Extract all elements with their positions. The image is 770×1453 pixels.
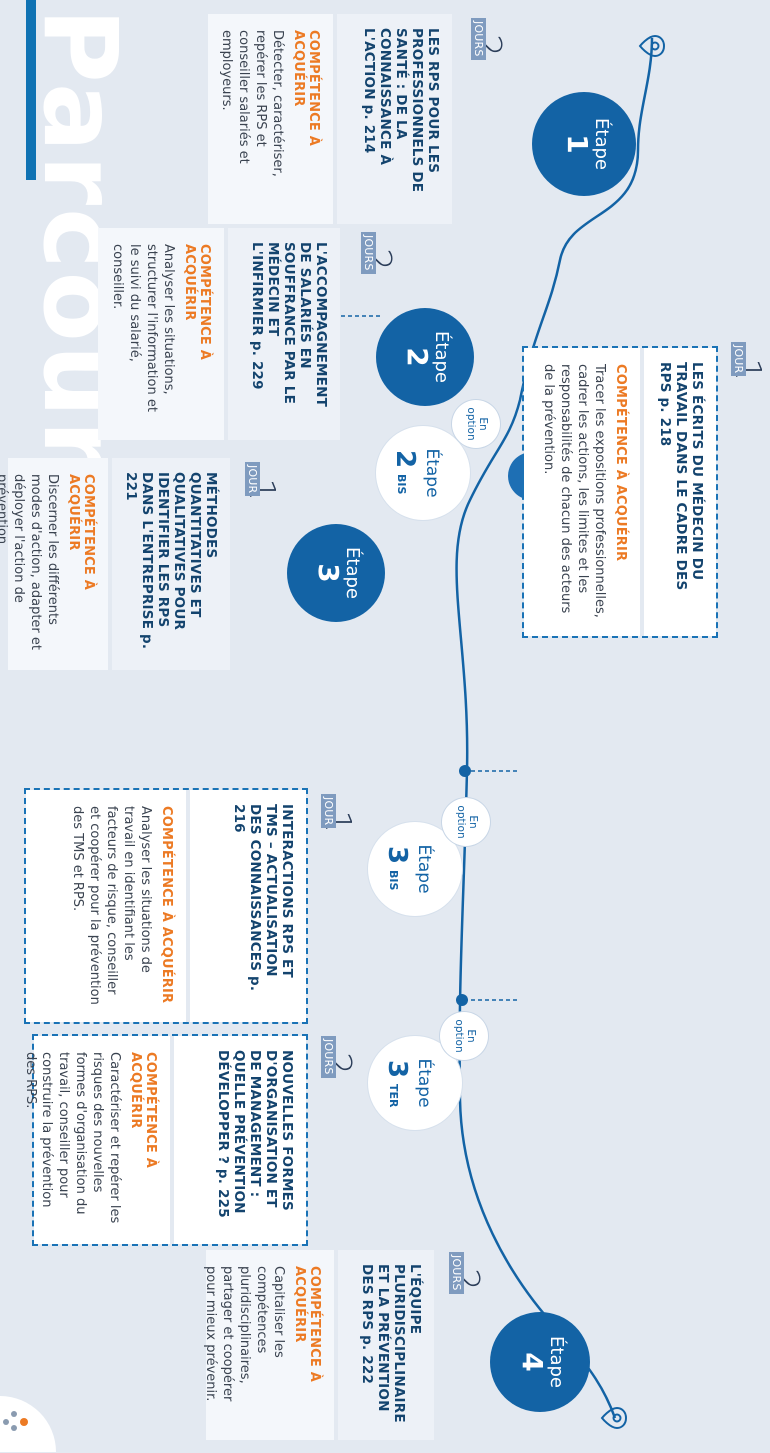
stage-3bis-suffix: BIS: [387, 870, 400, 891]
duration-unit: JOURS: [321, 1036, 336, 1078]
course-card-2bis: LES ÉCRITS DU MÉDECIN DU TRAVAIL DANS LE…: [522, 346, 718, 638]
course-card-4-title-box: L'ÉQUIPE PLURIDISCIPLINAIRE ET LA PRÉVEN…: [338, 1250, 434, 1440]
course-card-3-body: COMPÉTENCE À ACQUÉRIR Discerner les diff…: [0, 458, 108, 670]
duration-badge-c3bis: 1 JOUR: [312, 794, 358, 846]
course-card-3ter-title: NOUVELLES FORMES D'ORGANISATION ET DE MA…: [215, 1050, 295, 1218]
course-card-2bis-title: LES ÉCRITS DU MÉDECIN DU TRAVAIL DANS LE…: [657, 362, 705, 591]
competence-label: COMPÉTENCE À ACQUÉRIR: [292, 1266, 322, 1382]
course-card-3bis-body: COMPÉTENCE À ACQUÉRIR Analyser les situa…: [26, 790, 186, 1022]
course-card-1: LES RPS POUR LES PROFESSIONNELS DE SANTÉ…: [208, 14, 452, 224]
course-card-1-description: Détecter, caractériser, repérer les RPS …: [219, 30, 285, 177]
course-card-3ter: NOUVELLES FORMES D'ORGANISATION ET DE MA…: [23, 1034, 308, 1246]
stage-2-number: 2: [401, 347, 434, 367]
duration-unit: JOUR: [321, 794, 336, 829]
course-card-3ter-body: COMPÉTENCE À ACQUÉRIR Caractériser et re…: [23, 1036, 170, 1244]
stage-3-word: Étape: [342, 547, 363, 599]
course-card-3-title: MÉTHODES QUANTITATIVES ET QUALITATIVES P…: [123, 472, 219, 650]
stage-3ter-suffix: TER: [387, 1084, 400, 1108]
duration-unit: JOUR: [731, 342, 746, 377]
stage-3: Étape 3: [287, 524, 385, 622]
course-card-3bis-title-box: INTERACTIONS RPS ET TMS – ACTUALISATION …: [190, 790, 306, 1022]
duration-unit: JOUR: [245, 462, 260, 497]
duration-unit: JOURS: [471, 18, 486, 60]
stage-4-number: 4: [516, 1352, 549, 1372]
duration-badge-c1: 2 JOURS: [462, 18, 508, 70]
stage-3bis-number: 3: [382, 846, 412, 865]
start-pin-icon: [638, 34, 666, 58]
stage-3ter-number: 3: [382, 1060, 412, 1079]
course-card-1-body: COMPÉTENCE À ACQUÉRIR Détecter, caractér…: [208, 14, 333, 224]
course-card-2: L'ACCOMPAGNEMENT DE SALARIÉS EN SOUFFRAN…: [98, 228, 340, 440]
stage-3ter-word: Étape: [414, 1058, 434, 1108]
competence-label: COMPÉTENCE À ACQUÉRIR: [613, 364, 628, 562]
route-path: [455, 37, 654, 1419]
course-card-2-title: L'ACCOMPAGNEMENT DE SALARIÉS EN SOUFFRAN…: [249, 242, 329, 407]
course-card-3-title-box: MÉTHODES QUANTITATIVES ET QUALITATIVES P…: [112, 458, 230, 670]
duration-badge-c3: 1 JOUR: [236, 462, 282, 514]
duration-badge-c4: 2 JOURS: [440, 1252, 486, 1304]
stage-2-word: Étape: [431, 331, 452, 383]
course-card-3: MÉTHODES QUANTITATIVES ET QUALITATIVES P…: [0, 458, 230, 670]
course-card-3bis-description: Analyser les situations de travail en id…: [70, 806, 153, 1005]
course-card-3-description: Discerner les différents modes d'action,…: [0, 474, 60, 650]
course-card-3bis-title: INTERACTIONS RPS ET TMS – ACTUALISATION …: [231, 804, 295, 992]
end-pin-icon: [600, 1406, 628, 1430]
stage-1-number: 1: [561, 134, 594, 154]
course-card-4-body: COMPÉTENCE À ACQUÉRIR Capitaliser les co…: [203, 1250, 334, 1440]
stage-2bis: Étape 2 BIS: [376, 426, 470, 520]
competence-label: COMPÉTENCE À ACQUÉRIR: [182, 244, 212, 360]
competence-label: COMPÉTENCE À ACQUÉRIR: [159, 806, 174, 1004]
course-card-4: L'ÉQUIPE PLURIDISCIPLINAIRE ET LA PRÉVEN…: [203, 1250, 434, 1440]
duration-badge-c3ter: 2 JOURS: [312, 1036, 358, 1088]
course-card-2bis-description: Tracer les expositions professionnelles,…: [541, 364, 607, 618]
route-dot-3bis: [459, 765, 471, 777]
logo-icon: [0, 1396, 56, 1452]
course-card-2-title-box: L'ACCOMPAGNEMENT DE SALARIÉS EN SOUFFRAN…: [228, 228, 340, 440]
duration-badge-c2: 2 JOURS: [352, 232, 398, 284]
option-badge-3ter: En option: [440, 1012, 488, 1060]
course-card-2-description: Analyser les situations, structurer l'in…: [110, 244, 176, 412]
course-card-2bis-body: COMPÉTENCE À ACQUÉRIR Tracer les exposit…: [524, 348, 640, 636]
competence-label: COMPÉTENCE À ACQUÉRIR: [66, 474, 96, 590]
stage-2bis-word: Étape: [422, 448, 442, 498]
duration-unit: JOURS: [449, 1252, 464, 1294]
course-card-2-body: COMPÉTENCE À ACQUÉRIR Analyser les situa…: [98, 228, 224, 440]
competence-label: COMPÉTENCE À ACQUÉRIR: [291, 30, 321, 146]
stage-1: Étape 1: [532, 92, 636, 196]
course-card-4-description: Capitaliser les compétences pluridiscipl…: [203, 1266, 286, 1402]
route-dot-3ter: [456, 994, 468, 1006]
stage-2: Étape 2: [376, 308, 474, 406]
stage-2bis-suffix: BIS: [395, 474, 408, 495]
course-card-3bis: INTERACTIONS RPS ET TMS – ACTUALISATION …: [24, 788, 308, 1024]
course-card-1-title: LES RPS POUR LES PROFESSIONNELS DE SANTÉ…: [361, 28, 441, 193]
stage-3bis-word: Étape: [414, 844, 434, 894]
option-badge-2bis: En option: [452, 400, 500, 448]
course-card-2bis-title-box: LES ÉCRITS DU MÉDECIN DU TRAVAIL DANS LE…: [644, 348, 716, 636]
stage-4-word: Étape: [546, 1336, 567, 1388]
course-card-4-title: L'ÉQUIPE PLURIDISCIPLINAIRE ET LA PRÉVEN…: [359, 1264, 423, 1423]
stage-3-number: 3: [312, 563, 345, 583]
stage-2bis-number: 2: [390, 450, 420, 469]
duration-badge-c2bis: 1 JOUR: [722, 342, 768, 394]
option-badge-3bis: En option: [442, 798, 490, 846]
stage-1-word: Étape: [591, 118, 612, 170]
course-card-3ter-title-box: NOUVELLES FORMES D'ORGANISATION ET DE MA…: [174, 1036, 306, 1244]
course-card-1-title-box: LES RPS POUR LES PROFESSIONNELS DE SANTÉ…: [337, 14, 452, 224]
course-card-3ter-description: Caractériser et repérer les risques des …: [22, 1052, 122, 1224]
duration-unit: JOURS: [361, 232, 376, 274]
stage-4: Étape 4: [490, 1312, 590, 1412]
competence-label: COMPÉTENCE À ACQUÉRIR: [128, 1052, 158, 1168]
